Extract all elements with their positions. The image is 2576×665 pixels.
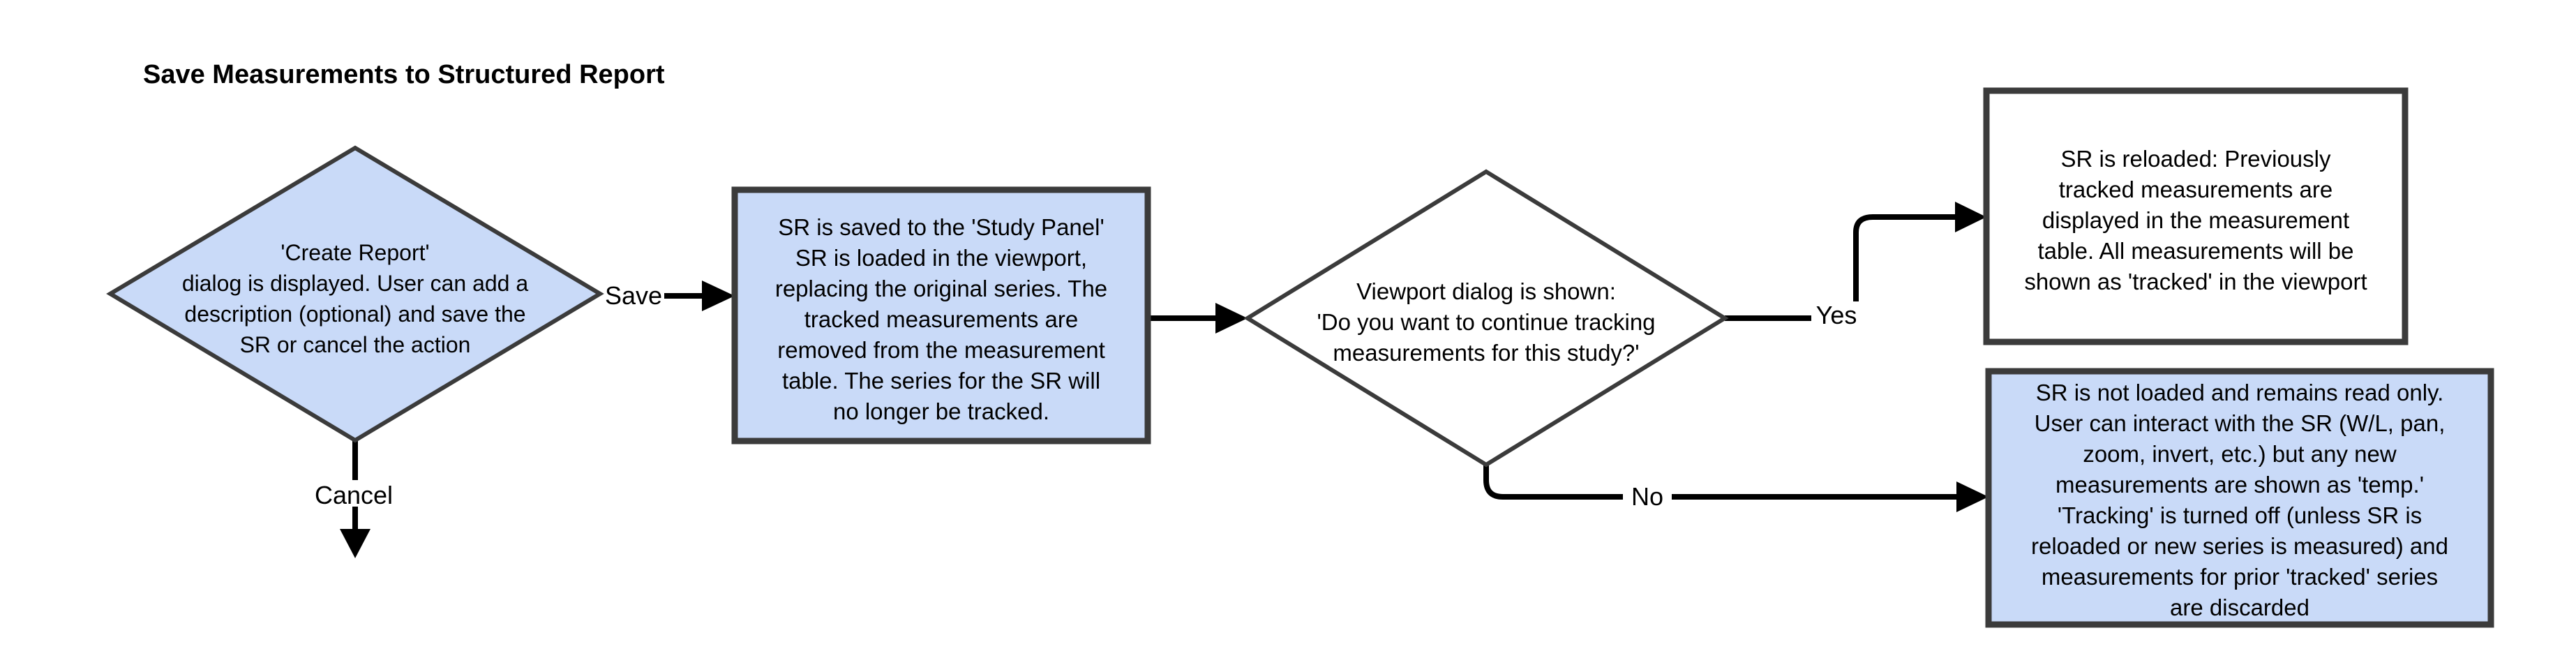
yes-arrowhead-icon <box>1955 202 1986 232</box>
no-arrowhead-icon <box>1956 481 1989 512</box>
yes-edge-label: Yes <box>1811 301 1862 329</box>
connector-arrowheads <box>340 202 1989 558</box>
no-connector-elbow <box>1483 465 1624 500</box>
sr-saved-process-box <box>731 186 1151 444</box>
sr-reloaded-result-box <box>1983 87 2409 345</box>
cancel-arrowhead-icon <box>340 529 370 558</box>
save-edge-label: Save <box>604 281 663 310</box>
dialog-arrowhead-icon <box>1215 303 1248 334</box>
connector-lines <box>352 214 1956 529</box>
cancel-edge-label: Cancel <box>314 481 394 509</box>
page-title: Save Measurements to Structured Report <box>143 60 665 89</box>
sr-not-loaded-result-box <box>1985 368 2494 628</box>
create-report-decision-diamond <box>106 145 604 443</box>
save-arrowhead-icon <box>702 281 735 311</box>
viewport-dialog-decision-diamond <box>1243 169 1729 468</box>
no-edge-label: No <box>1623 483 1672 511</box>
